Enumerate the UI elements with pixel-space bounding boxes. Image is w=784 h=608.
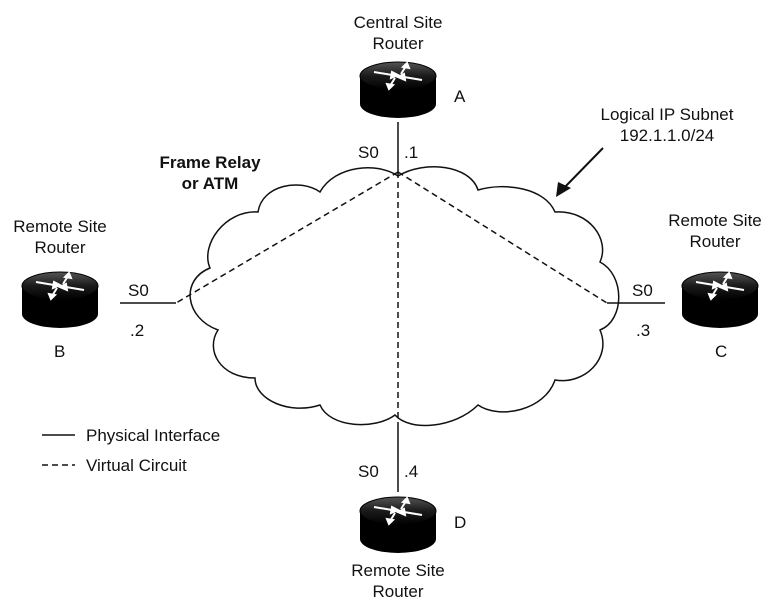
router-a-title: Central Site Router	[318, 12, 478, 54]
router-d-title: Remote Site Router	[318, 560, 478, 602]
router-b-icon	[21, 271, 99, 329]
router-d-letter: D	[454, 513, 467, 532]
router-b-interface: S0	[128, 281, 149, 300]
router-b-title: Remote Site Router	[0, 216, 120, 258]
router-a-icon	[359, 61, 437, 119]
router-c-letter: C	[715, 342, 728, 361]
cloud-label: Frame Relay or ATM	[140, 152, 280, 194]
router-c-title-line1: Remote Site	[668, 211, 762, 230]
router-c-title: Remote Site Router	[650, 210, 780, 252]
router-d-title-line2: Router	[372, 582, 424, 601]
router-a-letter: A	[454, 87, 466, 106]
cloud-label-line2: or ATM	[181, 174, 239, 193]
cloud-label-line1: Frame Relay	[159, 153, 261, 172]
subnet-arrow	[556, 147, 604, 197]
legend-virtual-label: Virtual Circuit	[86, 456, 187, 475]
router-c-interface: S0	[632, 281, 653, 300]
router-a-title-line1: Central Site	[353, 13, 443, 32]
virtual-circuit-c	[397, 171, 608, 304]
frame-relay-cloud	[189, 166, 620, 427]
router-d-icon	[359, 496, 437, 554]
legend-physical-label: Physical Interface	[86, 426, 221, 445]
subnet-label: Logical IP Subnet 192.1.1.0/24	[582, 104, 752, 146]
router-b-title-line1: Remote Site	[13, 217, 107, 236]
router-d-interface: S0	[358, 462, 379, 481]
router-d-address: .4	[404, 462, 419, 481]
subnet-label-line2: 192.1.1.0/24	[619, 126, 715, 145]
router-c-address: .3	[636, 321, 651, 340]
subnet-label-line1: Logical IP Subnet	[600, 105, 734, 124]
router-c-icon	[681, 271, 759, 329]
router-a-title-line2: Router	[372, 34, 424, 53]
router-a-address: .1	[404, 143, 419, 162]
router-a-interface: S0	[358, 143, 379, 162]
router-b-address: .2	[130, 321, 145, 340]
router-b-letter: B	[54, 342, 66, 361]
router-c-title-line2: Router	[689, 232, 741, 251]
router-d-title-line1: Remote Site	[351, 561, 445, 580]
virtual-circuit-b	[175, 171, 399, 304]
router-b-title-line2: Router	[34, 238, 86, 257]
